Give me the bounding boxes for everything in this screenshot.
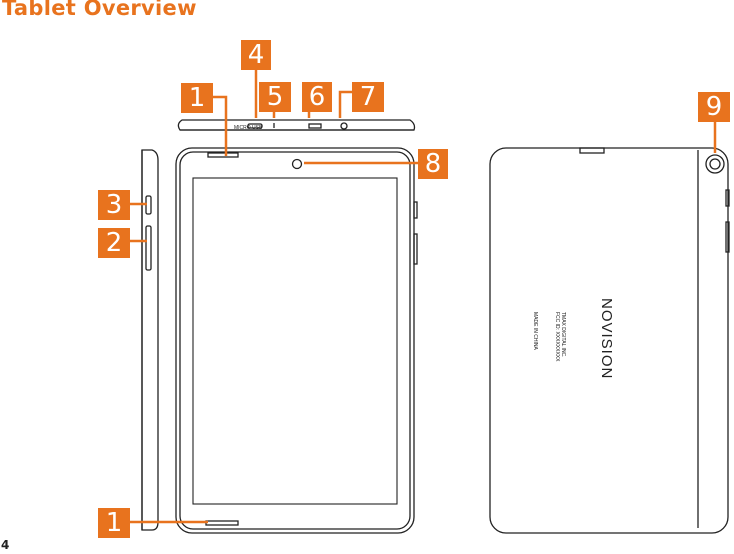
callout-5: 5: [259, 82, 291, 112]
volume-button: [145, 225, 152, 271]
callout-3: 3: [98, 190, 130, 220]
back-label-line3: MADE IN CHINA: [532, 312, 538, 350]
speaker-bottom: [205, 520, 239, 526]
leader-lines: [130, 70, 717, 524]
back-label-line2: FCC ID: XXXXXXXXX: [554, 312, 560, 362]
usb-label: MICRO USB: [234, 125, 263, 131]
card-slot: [308, 123, 322, 129]
page-number: 4: [1, 538, 10, 552]
brand-logo: NOVISION: [598, 298, 615, 379]
front-camera: [291, 158, 303, 170]
callout-8: 8: [418, 149, 448, 179]
page-title: Tablet Overview: [2, 0, 197, 20]
callout-1-bottom: 1: [98, 508, 130, 538]
callout-7: 7: [352, 82, 384, 112]
tablet-front: [175, 147, 418, 534]
callout-1-top: 1: [181, 83, 213, 113]
callout-4: 4: [241, 40, 271, 70]
tablet-side-edge: [141, 149, 159, 531]
rear-camera: [705, 154, 725, 174]
callout-2: 2: [98, 228, 130, 258]
tablet-top-edge: [177, 119, 416, 131]
headphone-jack: [340, 122, 348, 130]
front-power-nub: [413, 201, 418, 219]
speaker-top: [207, 152, 239, 158]
back-label-line1: TMAX DIGITAL INC.: [560, 312, 566, 358]
front-volume-nub: [413, 233, 418, 265]
usb-port: [247, 123, 263, 129]
callout-9: 9: [698, 92, 730, 122]
callout-6: 6: [302, 82, 332, 112]
tablet-back: [489, 147, 730, 534]
